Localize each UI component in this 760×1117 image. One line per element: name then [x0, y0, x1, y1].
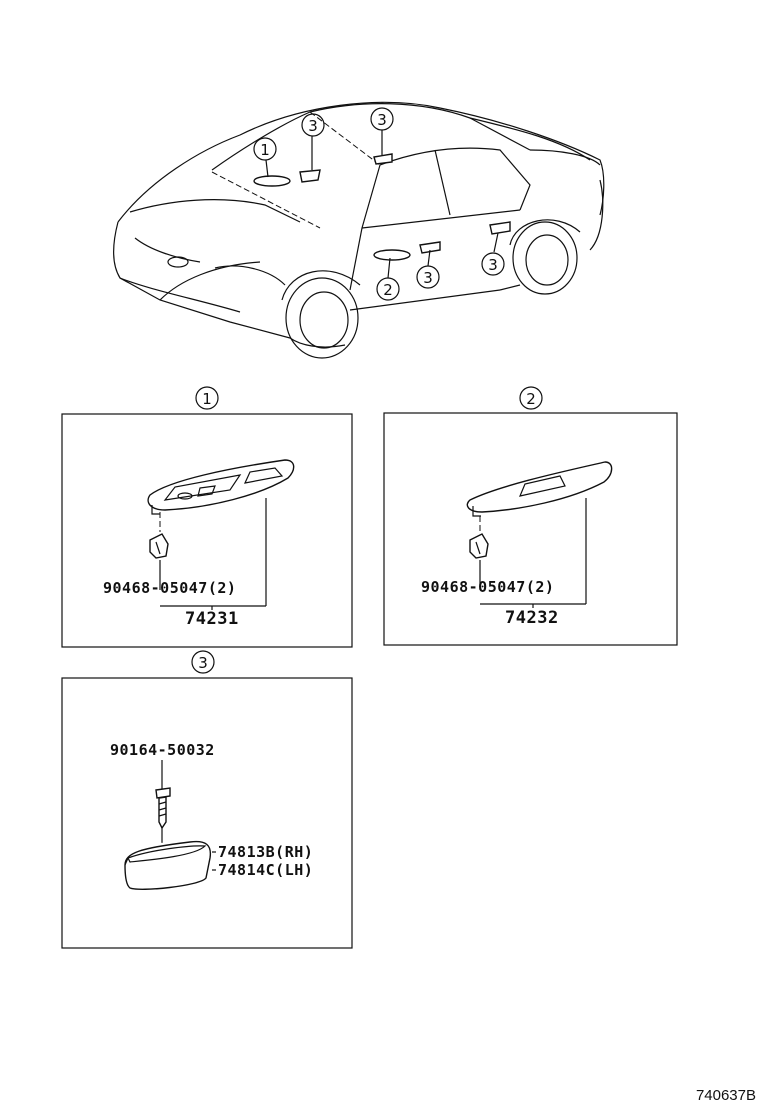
car-callout-3b: 3	[370, 107, 394, 131]
panel-1: 1 90468-05047(2) 74231	[61, 386, 353, 648]
panel-3-callout: 3	[191, 650, 215, 674]
car-callout-3d: 3	[481, 252, 505, 276]
screw-part-number: 90164-50032	[110, 741, 215, 759]
svg-text:3: 3	[423, 269, 433, 287]
diagram-reference-number: 740637B	[696, 1087, 756, 1104]
car-callout-3a: 3	[301, 113, 325, 137]
panel-2-callout: 2	[519, 386, 543, 410]
car-cup-rear-right	[489, 221, 511, 235]
panel-2-frame	[383, 412, 678, 646]
car-cup-rear	[373, 153, 393, 165]
power-window-switch-passenger	[466, 461, 613, 517]
car-callout-2: 2	[376, 277, 400, 301]
power-window-switch-master	[147, 459, 295, 515]
svg-text:3: 3	[377, 111, 387, 129]
cup-part-number-rh: 74813B(RH)	[218, 843, 313, 861]
svg-text:1: 1	[260, 141, 270, 159]
clip-1	[149, 512, 169, 590]
car-callout-3c: 3	[416, 265, 440, 289]
svg-text:3: 3	[488, 256, 498, 274]
panel-1-callout: 1	[195, 386, 219, 410]
switch-part-number-74232: 74232	[505, 608, 559, 628]
clip-part-number-1: 90468-05047(2)	[103, 579, 236, 597]
screw-icon	[155, 787, 171, 830]
svg-text:3: 3	[308, 117, 318, 135]
door-pull-cup	[124, 840, 212, 890]
svg-text:1: 1	[202, 390, 212, 408]
switch-part-number-74231: 74231	[185, 609, 239, 629]
car-cup-front-left	[299, 169, 321, 183]
clip-2	[469, 516, 489, 590]
car-switch-front-right	[373, 249, 411, 261]
cup-part-number-lh: 74814C(LH)	[218, 861, 313, 879]
svg-text:2: 2	[526, 390, 536, 408]
svg-text:3: 3	[198, 654, 208, 672]
clip-part-number-2: 90468-05047(2)	[421, 578, 554, 596]
svg-text:2: 2	[383, 281, 393, 299]
car-illustration: 1 3 3 2 3 3	[113, 101, 605, 359]
panel-2: 2 90468-05047(2) 74232	[383, 386, 678, 646]
car-switch-front-left	[253, 175, 291, 187]
car-callout-1: 1	[253, 137, 277, 161]
car-cup-front-right	[419, 241, 441, 254]
panel-1-frame	[61, 413, 353, 648]
panel-3: 3 90164-50032 74813B(RH) 74814C(LH)	[61, 650, 353, 949]
panel-3-frame	[61, 677, 353, 949]
